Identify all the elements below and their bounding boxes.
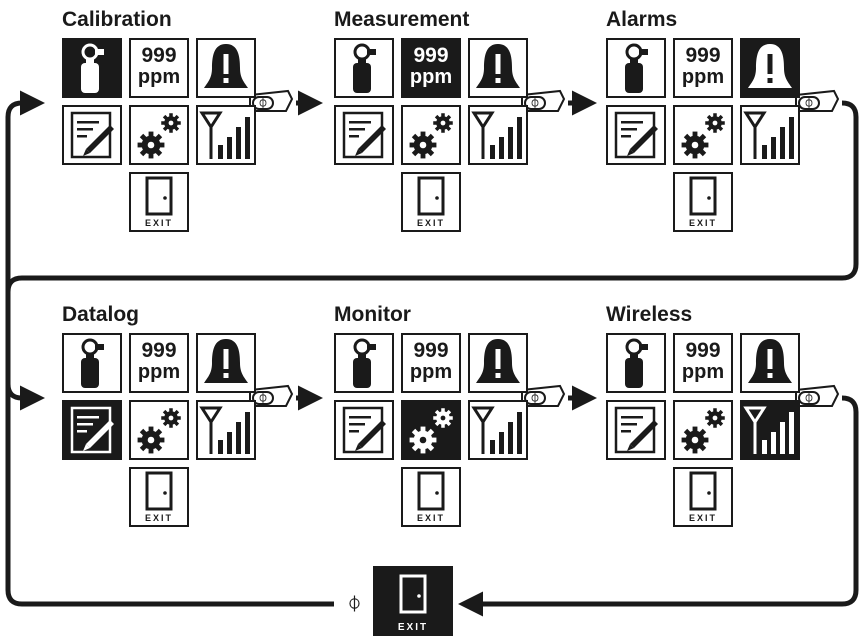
ppm-number: 999 bbox=[131, 340, 187, 362]
ppm-unit: ppm bbox=[675, 362, 731, 382]
ppm-unit: ppm bbox=[675, 67, 731, 87]
ppm-number: 999 bbox=[675, 45, 731, 67]
menu-tile-measurement[interactable]: 999 ppm bbox=[129, 333, 189, 393]
menu-tile-datalog[interactable] bbox=[334, 400, 394, 460]
menu-tile-measurement[interactable]: 999 ppm bbox=[673, 333, 733, 393]
menu-tile-monitor[interactable] bbox=[673, 105, 733, 165]
menu-tile-measurement[interactable]: 999 ppm bbox=[129, 38, 189, 98]
menu-screen-wireless: Wireless 999 ppm EXIT bbox=[606, 303, 806, 513]
menu-screen-datalog: Datalog 999 ppm EXIT bbox=[62, 303, 262, 513]
ppm-unit: ppm bbox=[403, 67, 459, 87]
menu-tile-alarms[interactable] bbox=[196, 38, 256, 98]
menu-tile-calibration[interactable] bbox=[62, 333, 122, 393]
menu-tile-alarms[interactable] bbox=[468, 333, 528, 393]
menu-tile-datalog[interactable] bbox=[606, 400, 666, 460]
menu-screen-calibration: Calibration 999 ppm EXIT bbox=[62, 8, 262, 218]
menu-tile-exit[interactable]: EXIT bbox=[129, 172, 189, 232]
ppm-readout-icon: 999 ppm bbox=[675, 40, 731, 96]
power-symbol-icon: ⏀ bbox=[347, 596, 362, 614]
menu-tile-datalog[interactable] bbox=[62, 400, 122, 460]
menu-tile-monitor[interactable] bbox=[401, 105, 461, 165]
ppm-number: 999 bbox=[403, 340, 459, 362]
ppm-number: 999 bbox=[403, 45, 459, 67]
menu-tile-calibration[interactable] bbox=[62, 38, 122, 98]
menu-tile-exit[interactable]: EXIT bbox=[129, 467, 189, 527]
ppm-number: 999 bbox=[675, 340, 731, 362]
menu-tile-measurement[interactable]: 999 ppm bbox=[401, 38, 461, 98]
exit-label: EXIT bbox=[131, 513, 187, 523]
ppm-readout-icon: 999 ppm bbox=[131, 40, 187, 96]
exit-label: EXIT bbox=[403, 513, 459, 523]
ppm-unit: ppm bbox=[131, 362, 187, 382]
menu-tile-wireless[interactable] bbox=[740, 105, 800, 165]
exit-label: EXIT bbox=[675, 218, 731, 228]
ppm-unit: ppm bbox=[131, 67, 187, 87]
screen-title: Wireless bbox=[606, 303, 692, 327]
screen-title: Datalog bbox=[62, 303, 139, 327]
menu-tile-alarms[interactable] bbox=[196, 333, 256, 393]
menu-tile-wireless[interactable] bbox=[196, 400, 256, 460]
menu-tile-calibration[interactable] bbox=[606, 333, 666, 393]
menu-tile-monitor[interactable] bbox=[129, 105, 189, 165]
ppm-readout-icon: 999 ppm bbox=[403, 335, 459, 391]
screen-title: Calibration bbox=[62, 8, 172, 32]
ppm-readout-icon: 999 ppm bbox=[131, 335, 187, 391]
ppm-number: 999 bbox=[131, 45, 187, 67]
screen-title: Monitor bbox=[334, 303, 411, 327]
exit-label: EXIT bbox=[403, 218, 459, 228]
menu-tile-calibration[interactable] bbox=[606, 38, 666, 98]
ppm-unit: ppm bbox=[403, 362, 459, 382]
menu-tile-exit[interactable]: EXIT bbox=[401, 467, 461, 527]
ppm-readout-icon: 999 ppm bbox=[403, 40, 459, 96]
menu-screen-measurement: Measurement 999 ppm EXIT bbox=[334, 8, 534, 218]
menu-tile-calibration[interactable] bbox=[334, 333, 394, 393]
screen-title: Alarms bbox=[606, 8, 677, 32]
ppm-readout-icon: 999 ppm bbox=[675, 335, 731, 391]
menu-tile-datalog[interactable] bbox=[62, 105, 122, 165]
final-exit-label: EXIT bbox=[373, 622, 453, 633]
menu-tile-alarms[interactable] bbox=[740, 333, 800, 393]
final-exit-tile[interactable]: EXIT bbox=[373, 566, 453, 636]
menu-screen-monitor: Monitor 999 ppm EXIT bbox=[334, 303, 534, 513]
menu-tile-calibration[interactable] bbox=[334, 38, 394, 98]
menu-tile-exit[interactable]: EXIT bbox=[673, 172, 733, 232]
menu-screen-alarms: Alarms 999 ppm EXIT bbox=[606, 8, 806, 218]
menu-tile-exit[interactable]: EXIT bbox=[673, 467, 733, 527]
exit-label: EXIT bbox=[131, 218, 187, 228]
menu-tile-measurement[interactable]: 999 ppm bbox=[673, 38, 733, 98]
menu-tile-wireless[interactable] bbox=[468, 105, 528, 165]
menu-tile-wireless[interactable] bbox=[468, 400, 528, 460]
menu-tile-alarms[interactable] bbox=[740, 38, 800, 98]
menu-tile-alarms[interactable] bbox=[468, 38, 528, 98]
screen-title: Measurement bbox=[334, 8, 469, 32]
menu-tile-monitor[interactable] bbox=[401, 400, 461, 460]
menu-tile-wireless[interactable] bbox=[740, 400, 800, 460]
menu-tile-wireless[interactable] bbox=[196, 105, 256, 165]
exit-label: EXIT bbox=[675, 513, 731, 523]
menu-tile-monitor[interactable] bbox=[673, 400, 733, 460]
menu-tile-datalog[interactable] bbox=[606, 105, 666, 165]
menu-tile-exit[interactable]: EXIT bbox=[401, 172, 461, 232]
menu-tile-datalog[interactable] bbox=[334, 105, 394, 165]
menu-tile-measurement[interactable]: 999 ppm bbox=[401, 333, 461, 393]
menu-tile-monitor[interactable] bbox=[129, 400, 189, 460]
